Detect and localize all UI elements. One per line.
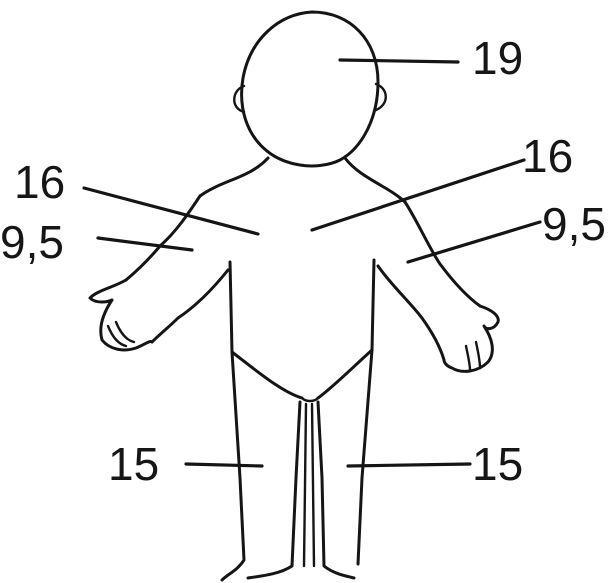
right-hand [444,306,498,371]
leg-right-measure: 15 [472,438,523,490]
arm-right-measure: 9,5 [542,198,606,250]
torso-outline [90,158,498,401]
chest-right-leader [312,160,524,230]
leg-right-leader [348,464,470,466]
arm-left-measure: 9,5 [0,216,64,268]
leg-left-measure: 15 [108,438,159,490]
left-hand [90,280,152,350]
chest-left-leader [84,188,258,234]
head-leader [340,60,458,62]
arm-left-leader [98,238,192,250]
chest-right-measure: 16 [522,130,573,182]
chest-left-measure: 16 [14,156,65,208]
leg-left-leader [186,464,262,466]
head-outline [234,12,386,166]
head-measure: 19 [472,32,523,84]
